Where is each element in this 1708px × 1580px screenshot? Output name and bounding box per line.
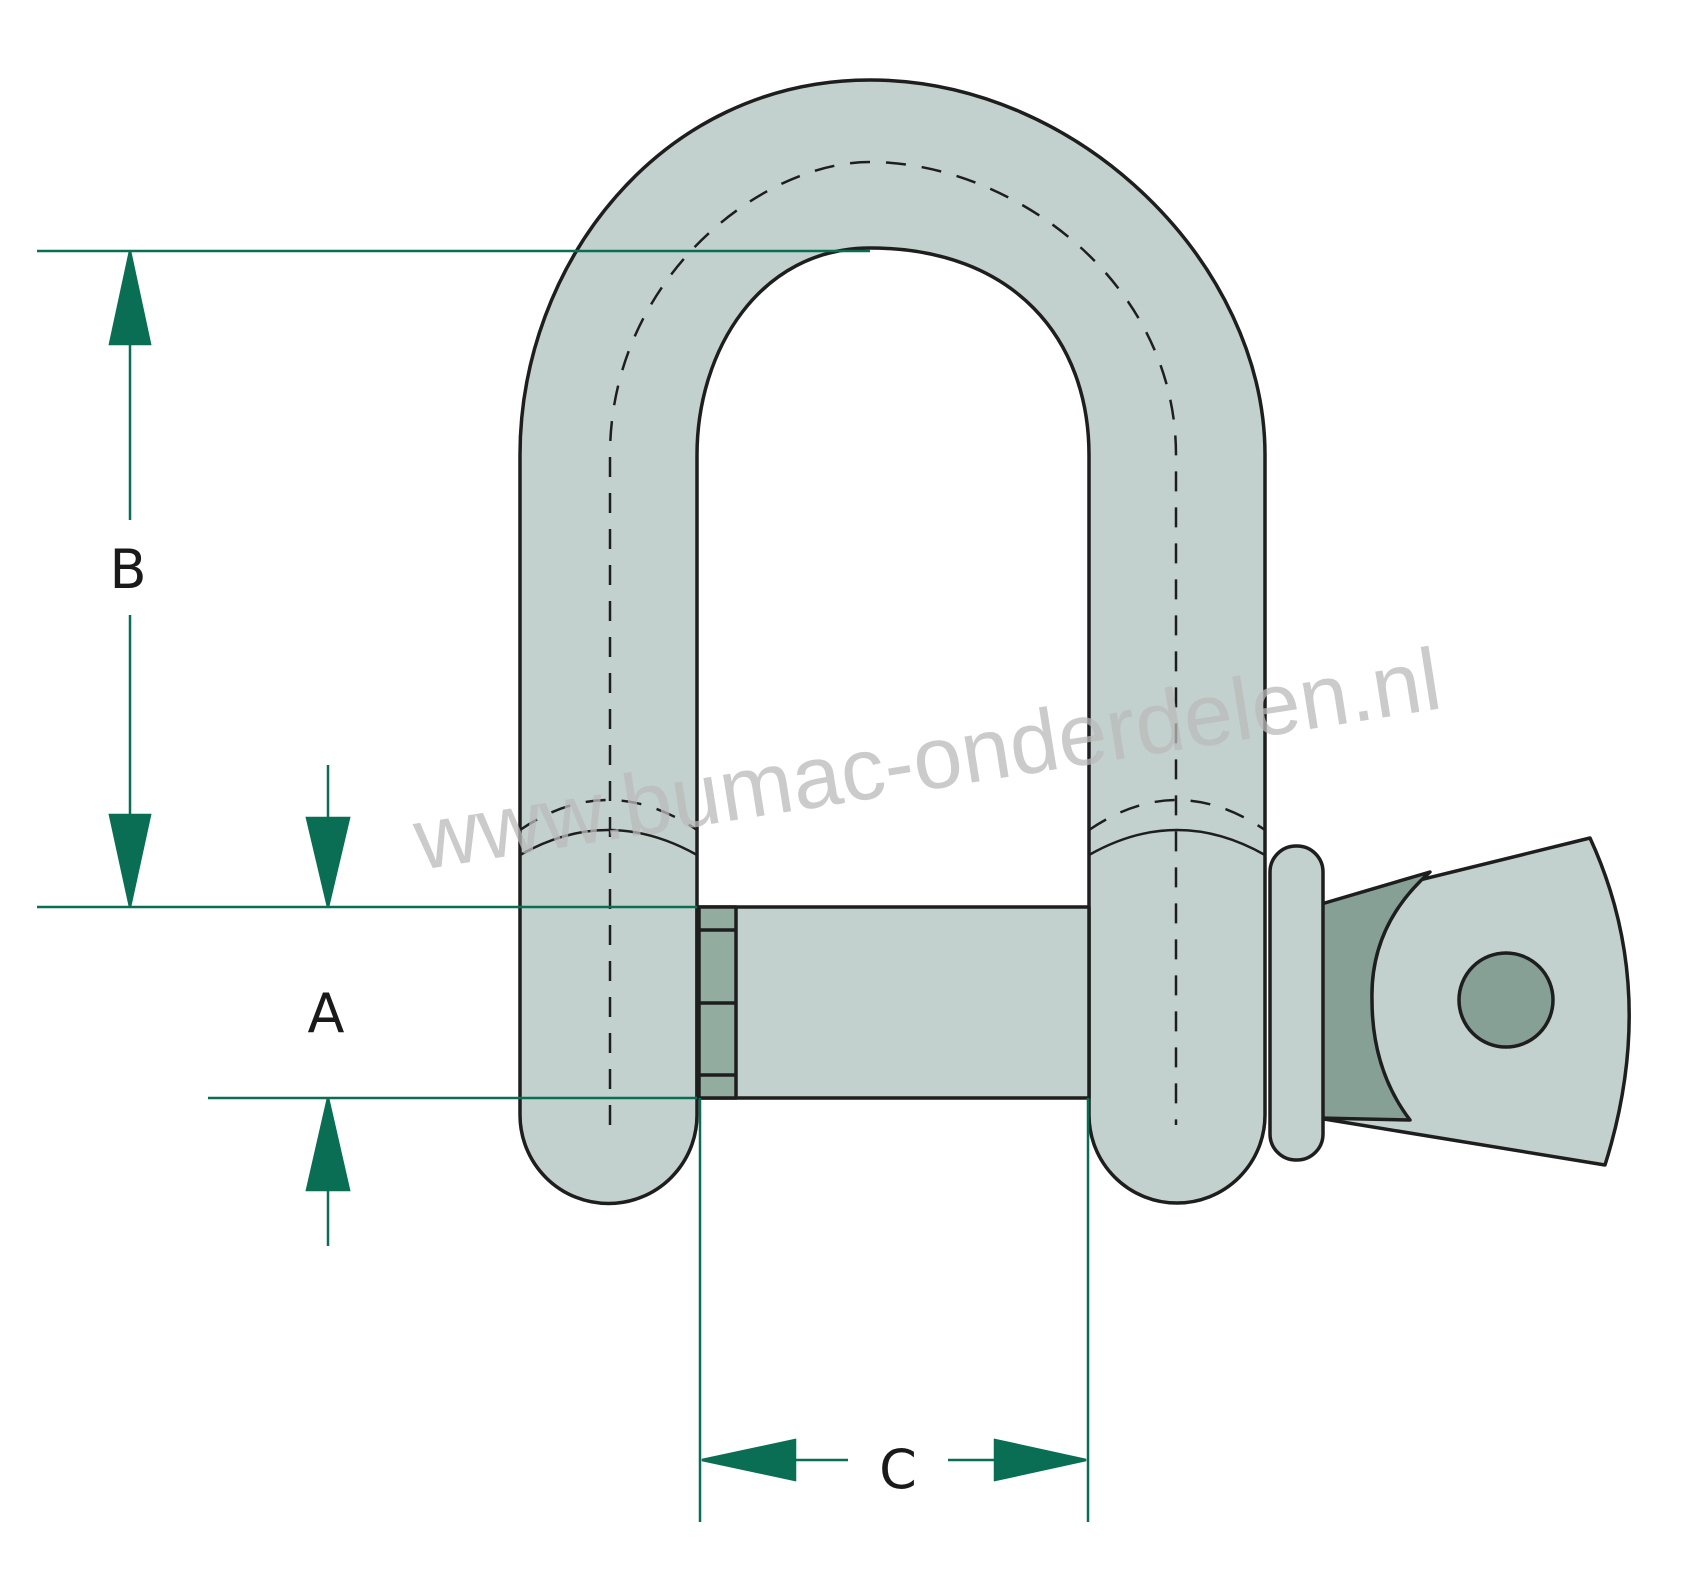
a-arrow-down: [305, 816, 351, 908]
dimension-label-b: B: [109, 538, 146, 601]
pin-eye-bevel: [1316, 870, 1432, 1122]
c-arrow-left: [701, 1438, 797, 1482]
centerline: [519, 160, 1266, 1125]
dimension-label-c: C: [879, 1438, 917, 1501]
dimension-lines: [37, 249, 1090, 1522]
shackle-bow: [518, 78, 1267, 1206]
pin-eye-hole: [1457, 951, 1555, 1049]
shackle: [518, 78, 1631, 1206]
b-arrow-down: [108, 813, 152, 908]
b-arrow-up: [108, 250, 152, 346]
shackle-pin: [695, 905, 1091, 1100]
c-arrow-right: [993, 1438, 1087, 1482]
pin-collar: [1268, 844, 1325, 1162]
a-arrow-up: [305, 1097, 351, 1192]
leg-seams: [519, 828, 1266, 857]
dimension-label-a: A: [308, 982, 345, 1045]
